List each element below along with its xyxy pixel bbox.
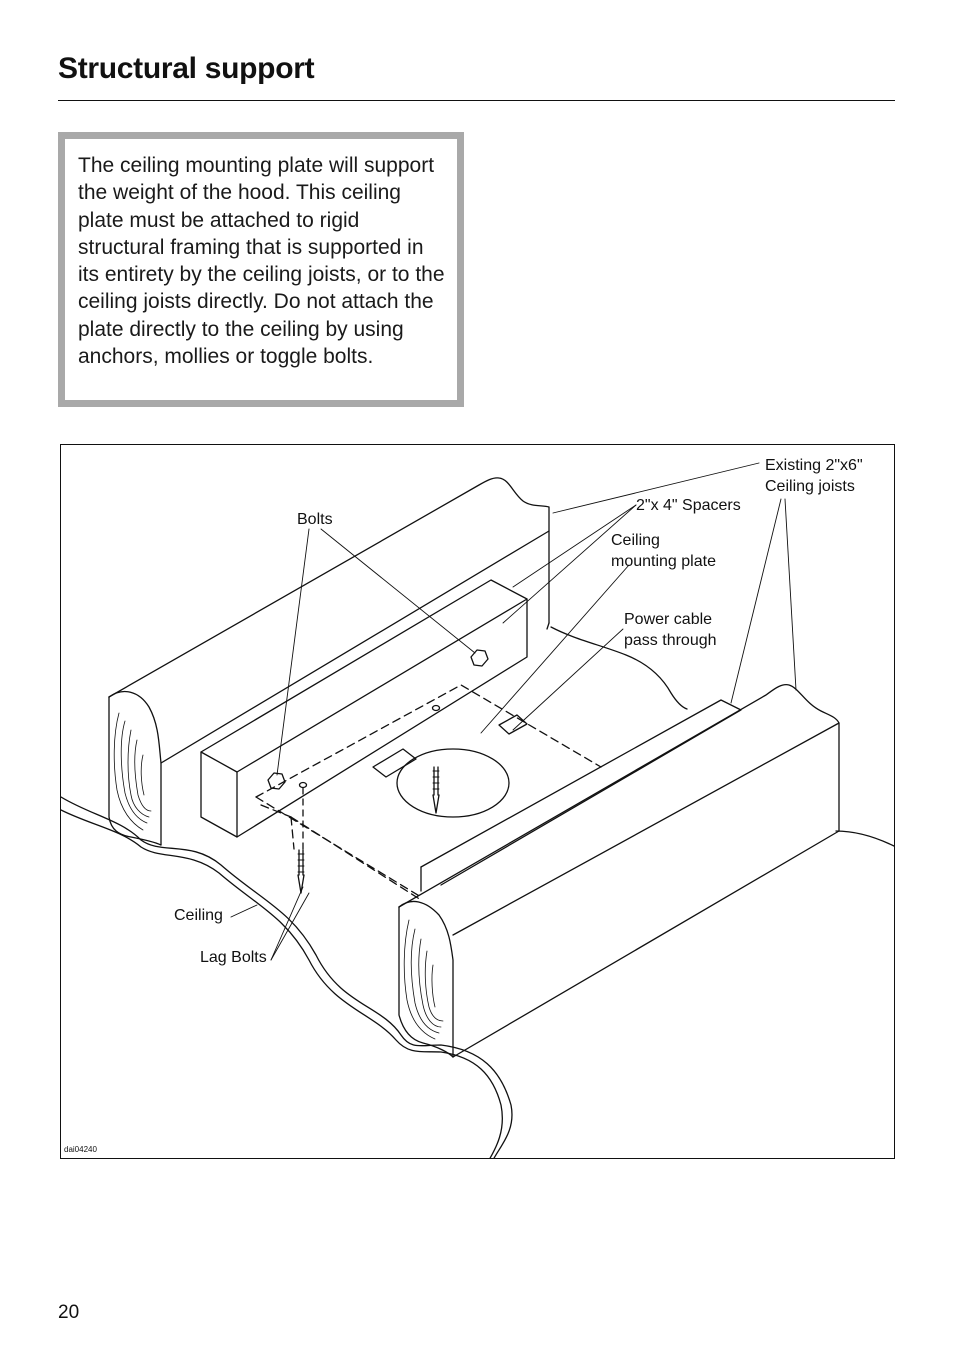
spacer-block (200, 579, 528, 838)
ceiling-surface-outline (61, 796, 894, 1158)
lag-bolts (297, 704, 441, 894)
label-ceiling: Ceiling (174, 907, 223, 924)
central-opening (396, 748, 510, 818)
label-existing-joists-line2: Ceiling joists (765, 478, 855, 495)
warning-note-box: The ceiling mounting plate will support … (58, 132, 464, 407)
label-power-cable-line2: pass through (624, 632, 717, 649)
label-spacers: 2"x 4" Spacers (636, 497, 741, 514)
page-title: Structural support (58, 52, 315, 85)
label-mounting-plate-line2: mounting plate (611, 553, 716, 570)
installation-diagram: Existing 2"x6" Ceiling joists 2"x 4" Spa… (60, 444, 895, 1159)
label-leader-lines (230, 462, 797, 961)
cable-pass-through-openings (372, 714, 528, 778)
front-spacer (420, 699, 742, 892)
diagram-drawing (61, 462, 894, 1158)
ceiling-wave-line (550, 626, 688, 710)
label-power-cable-line1: Power cable (624, 611, 713, 628)
back-ceiling-joist (108, 477, 550, 846)
figure-code: dai04240 (64, 1145, 97, 1154)
front-ceiling-joist (398, 684, 840, 1058)
title-rule (58, 100, 895, 101)
label-lag-bolts: Lag Bolts (200, 949, 267, 966)
label-existing-joists-line1: Existing 2"x6" (765, 457, 863, 474)
ceiling-mounting-plate (255, 684, 602, 901)
label-bolts: Bolts (297, 511, 333, 528)
bolt-heads (267, 649, 489, 790)
page-number: 20 (58, 1302, 80, 1323)
label-mounting-plate-line1: Ceiling (611, 532, 660, 549)
note-text: The ceiling mounting plate will support … (78, 154, 445, 369)
